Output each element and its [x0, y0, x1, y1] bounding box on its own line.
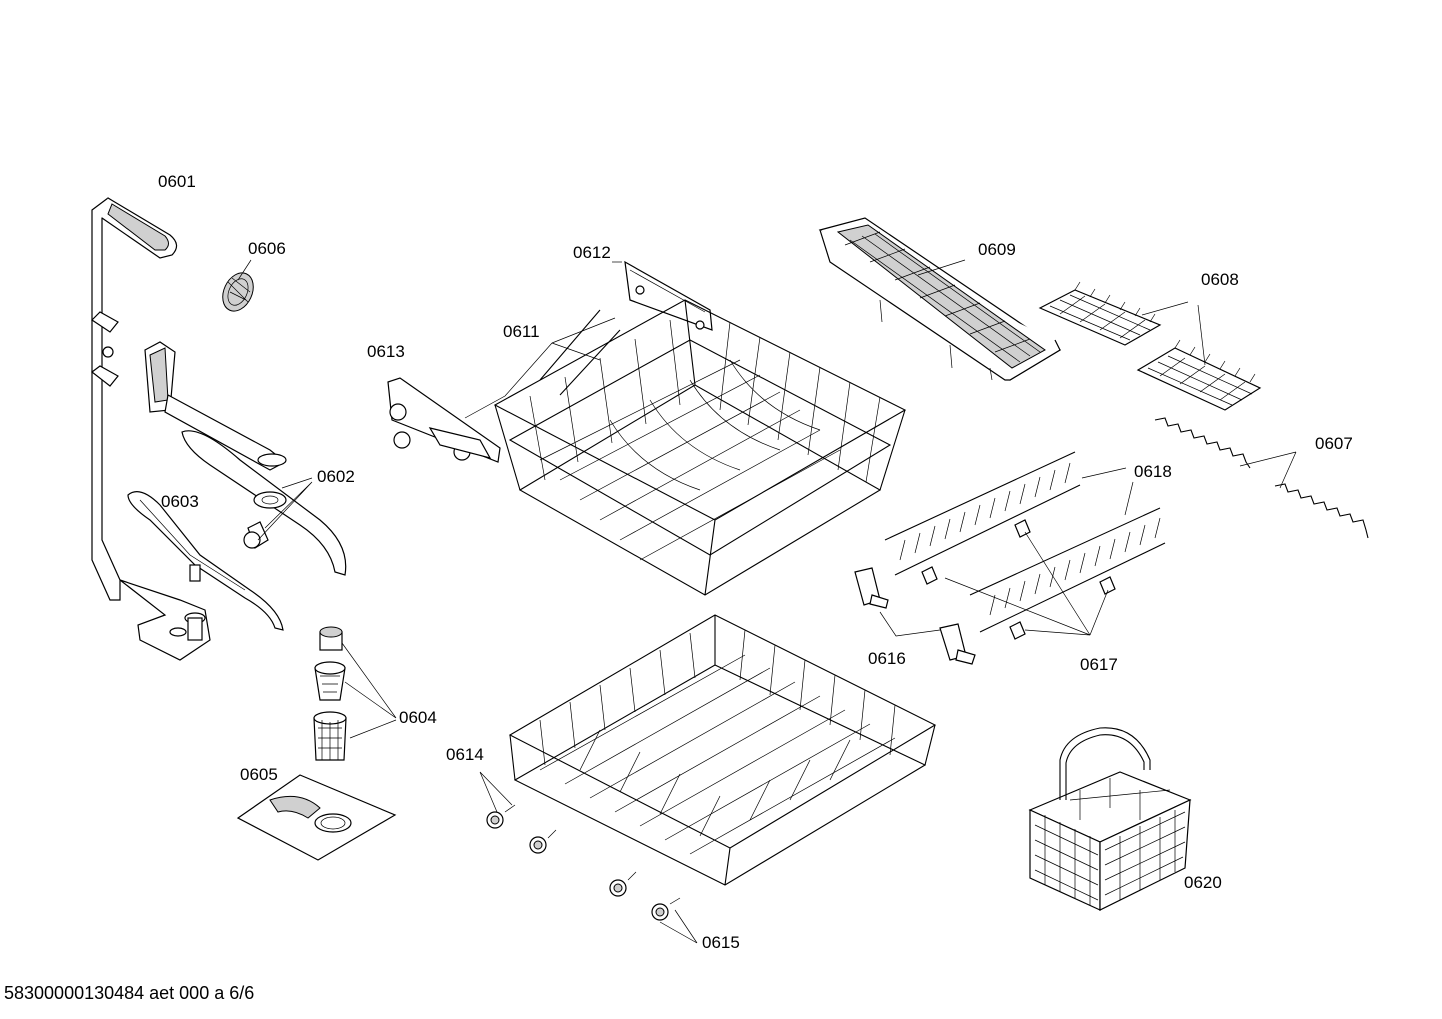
leader-lines	[237, 259, 1297, 944]
part-0620-cutlery-basket	[1028, 727, 1192, 911]
part-0604-filter-set	[313, 626, 347, 761]
part-0617-clips	[921, 519, 1116, 640]
part-0609-cutlery-tray	[818, 217, 1062, 381]
part-label-0601: 0601	[158, 172, 196, 191]
part-label-0615: 0615	[702, 933, 740, 952]
part-0608-small-racks	[1038, 281, 1262, 411]
part-0618-folding-tines	[884, 451, 1166, 633]
part-label-0608: 0608	[1201, 270, 1239, 289]
part-label-0614: 0614	[446, 745, 484, 764]
part-0606-filter-cap	[222, 272, 254, 312]
part-0603-lower-spray-arm	[127, 491, 284, 631]
part-label-0605: 0605	[240, 765, 278, 784]
part-0602-upper-spray-arm	[144, 341, 347, 576]
part-label-0604: 0604	[399, 708, 437, 727]
part-label-0607: 0607	[1315, 434, 1353, 453]
part-lower-basket	[508, 614, 937, 886]
part-0614-basket-wheels	[486, 804, 681, 921]
part-label-0609: 0609	[978, 240, 1016, 259]
part-label-0618: 0618	[1134, 462, 1172, 481]
part-0611-upper-basket	[493, 299, 907, 596]
part-label-0606: 0606	[248, 239, 286, 258]
part-label-0603: 0603	[161, 492, 199, 511]
part-0612-basket-rail	[624, 260, 713, 331]
part-0601-supply-pipe	[91, 197, 211, 661]
part-label-0612: 0612	[573, 243, 611, 262]
part-0616-hinge-holders	[854, 567, 976, 665]
part-0607-rack-clips	[1154, 417, 1369, 539]
part-label-0616: 0616	[868, 649, 906, 668]
part-label-0611: 0611	[503, 322, 540, 341]
part-label-0602: 0602	[317, 467, 355, 486]
part-label-0617: 0617	[1080, 655, 1118, 674]
part-label-0613: 0613	[367, 342, 405, 361]
part-0605-filter-plate	[236, 774, 397, 861]
document-footer-code: 58300000130484 aet 000 a 6/6	[4, 983, 255, 1003]
part-label-0620: 0620	[1184, 873, 1222, 892]
part-0613-rail-rollers	[387, 377, 501, 463]
